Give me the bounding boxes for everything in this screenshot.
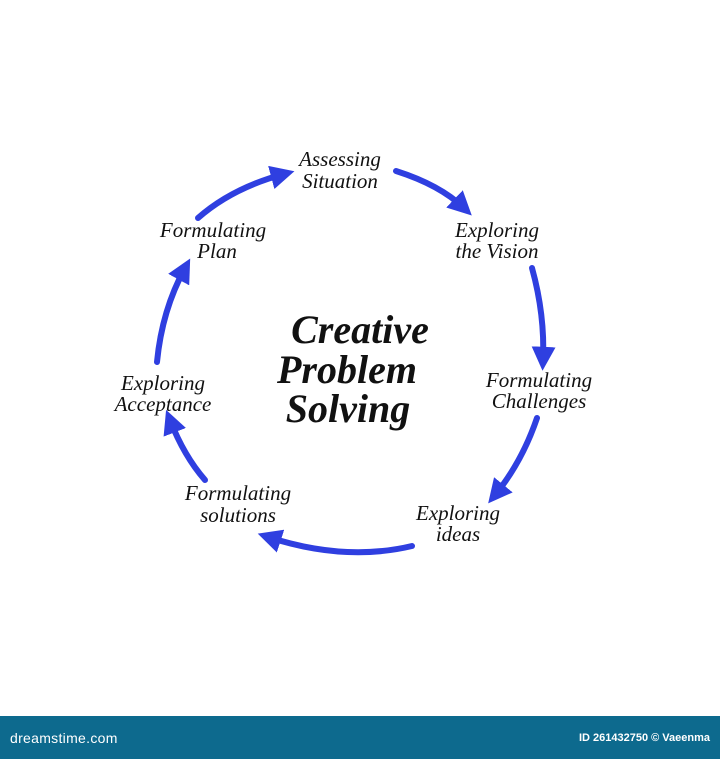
stage-label-line: Formulating bbox=[485, 368, 592, 392]
stage-label-line: Assessing bbox=[297, 147, 381, 171]
stage-label-line: Exploring bbox=[415, 501, 500, 525]
center-title-line-3: Solving bbox=[286, 386, 410, 431]
stage-label-line: Situation bbox=[302, 169, 378, 193]
stage-exploring-ideas: Exploring ideas bbox=[415, 501, 500, 546]
cycle-arrows bbox=[154, 165, 556, 556]
arrow-vision-to-challenges bbox=[529, 265, 556, 371]
dreamstime-logo: dreamstime.com bbox=[10, 729, 118, 746]
arrow-solutions-to-acceptance bbox=[163, 409, 208, 483]
stage-label-line: Plan bbox=[196, 239, 237, 263]
center-title-line-2: Problem bbox=[276, 347, 417, 392]
stage-formulating-challenges: Formulating Challenges bbox=[485, 368, 592, 413]
stock-footer-bar: dreamstime.com ID 261432750 © Vaeenma bbox=[0, 716, 720, 759]
stage-label-line: the Vision bbox=[455, 239, 538, 263]
creative-problem-solving-diagram: Creative Problem Solving Assessing Situa… bbox=[113, 147, 592, 556]
stage-label-line: Challenges bbox=[492, 389, 587, 413]
stage-formulating-solutions: Formulating solutions bbox=[184, 481, 291, 527]
center-title-line-1: Creative bbox=[291, 307, 429, 352]
stage-label-line: Exploring bbox=[454, 218, 539, 242]
arrow-assessing-to-vision bbox=[393, 168, 472, 216]
stage-exploring-the-vision: Exploring the Vision bbox=[454, 218, 539, 263]
stage-label-line: ideas bbox=[436, 522, 480, 546]
center-title: Creative Problem Solving bbox=[276, 307, 429, 431]
stage-label-line: solutions bbox=[200, 503, 276, 527]
stage-formulating-plan: Formulating Plan bbox=[159, 218, 266, 263]
arrow-plan-to-assessing bbox=[195, 165, 295, 221]
stage-exploring-acceptance: Exploring Acceptance bbox=[113, 371, 212, 416]
arrow-challenges-to-ideas bbox=[488, 415, 540, 504]
image-credit: ID 261432750 © Vaeenma bbox=[578, 731, 710, 744]
stage-label-line: Formulating bbox=[184, 481, 291, 505]
stage-label-line: Formulating bbox=[159, 218, 266, 242]
arrow-acceptance-to-plan bbox=[154, 258, 191, 365]
stage-assessing-situation: Assessing Situation bbox=[297, 147, 381, 193]
stage-label-line: Exploring bbox=[120, 371, 205, 395]
stage-label-line: Acceptance bbox=[113, 392, 212, 416]
arrow-ideas-to-solutions bbox=[257, 529, 415, 556]
